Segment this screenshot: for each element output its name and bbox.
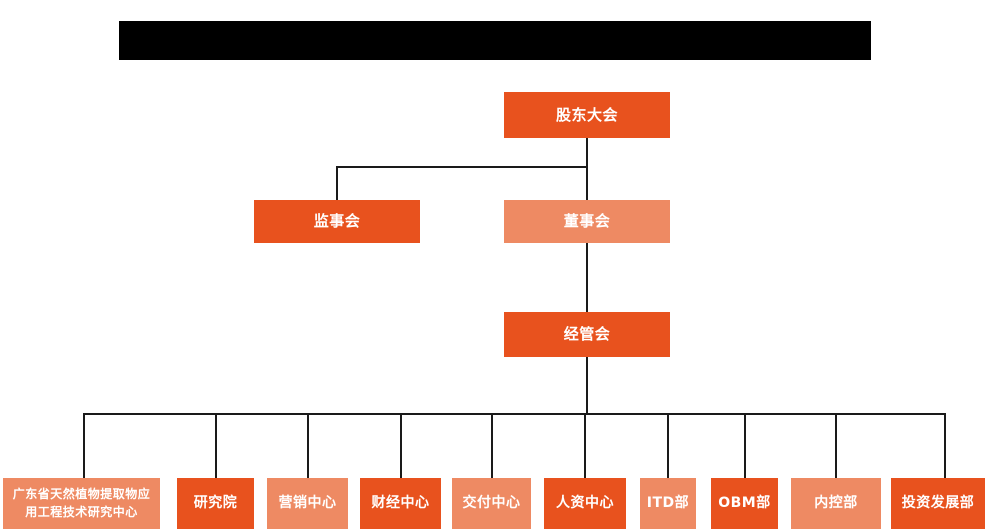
connector-leaf-bus <box>83 413 945 415</box>
node-delivery-center-label: 交付中心 <box>462 494 521 511</box>
connector-drop-itd-department <box>667 413 669 478</box>
connector-drop-internal-control <box>835 413 837 478</box>
node-engineering-research-center-line2: 用工程技术研究中心 <box>25 504 138 519</box>
connector-drop-engineering-research-center <box>83 413 85 478</box>
redacted-title-bar <box>119 21 871 60</box>
connector-drop-hr-center <box>584 413 586 478</box>
node-research-institute-label: 研究院 <box>193 494 238 511</box>
node-itd-department[interactable]: ITD部 <box>640 478 696 529</box>
node-delivery-center[interactable]: 交付中心 <box>452 478 531 529</box>
connector-directors-to-management <box>586 243 588 312</box>
connector-drop-finance-center <box>400 413 402 478</box>
node-itd-department-label: ITD部 <box>646 494 690 511</box>
node-internal-control-department[interactable]: 内控部 <box>791 478 881 529</box>
node-management-committee[interactable]: 经管会 <box>504 312 670 357</box>
node-supervisors[interactable]: 监事会 <box>254 200 420 243</box>
node-directors[interactable]: 董事会 <box>504 200 670 243</box>
node-internal-control-department-label: 内控部 <box>814 494 858 511</box>
node-shareholders[interactable]: 股东大会 <box>504 92 670 138</box>
node-investment-development-department[interactable]: 投资发展部 <box>891 478 985 529</box>
node-directors-label: 董事会 <box>563 212 611 231</box>
connector-drop-investment-development <box>944 413 946 478</box>
node-finance-center[interactable]: 财经中心 <box>360 478 441 529</box>
node-engineering-research-center[interactable]: 广东省天然植物提取物应 用工程技术研究中心 <box>3 478 160 529</box>
node-engineering-research-center-label: 广东省天然植物提取物应 用工程技术研究中心 <box>9 486 155 521</box>
connector-tier2-bus <box>336 166 588 168</box>
connector-supervisors-down <box>336 166 338 200</box>
node-marketing-center-label: 营销中心 <box>278 494 337 511</box>
connector-shareholders-down <box>586 138 588 166</box>
node-hr-center-label: 人资中心 <box>556 494 614 511</box>
node-supervisors-label: 监事会 <box>313 212 361 231</box>
connector-drop-marketing-center <box>307 413 309 478</box>
node-obm-department-label: OBM部 <box>718 494 771 511</box>
connector-directors-down <box>586 166 588 200</box>
node-shareholders-label: 股东大会 <box>555 105 618 124</box>
connector-drop-delivery-center <box>491 413 493 478</box>
connector-drop-obm-department <box>744 413 746 478</box>
node-obm-department[interactable]: OBM部 <box>711 478 778 529</box>
connector-drop-research-institute <box>215 413 217 478</box>
node-investment-development-department-label: 投资发展部 <box>901 494 975 511</box>
node-marketing-center[interactable]: 营销中心 <box>267 478 348 529</box>
node-engineering-research-center-line1: 广东省天然植物提取物应 <box>12 487 151 502</box>
node-management-committee-label: 经管会 <box>563 325 611 344</box>
node-research-institute[interactable]: 研究院 <box>177 478 254 529</box>
node-finance-center-label: 财经中心 <box>371 494 430 511</box>
node-hr-center[interactable]: 人资中心 <box>544 478 626 529</box>
connector-management-down <box>586 357 588 413</box>
